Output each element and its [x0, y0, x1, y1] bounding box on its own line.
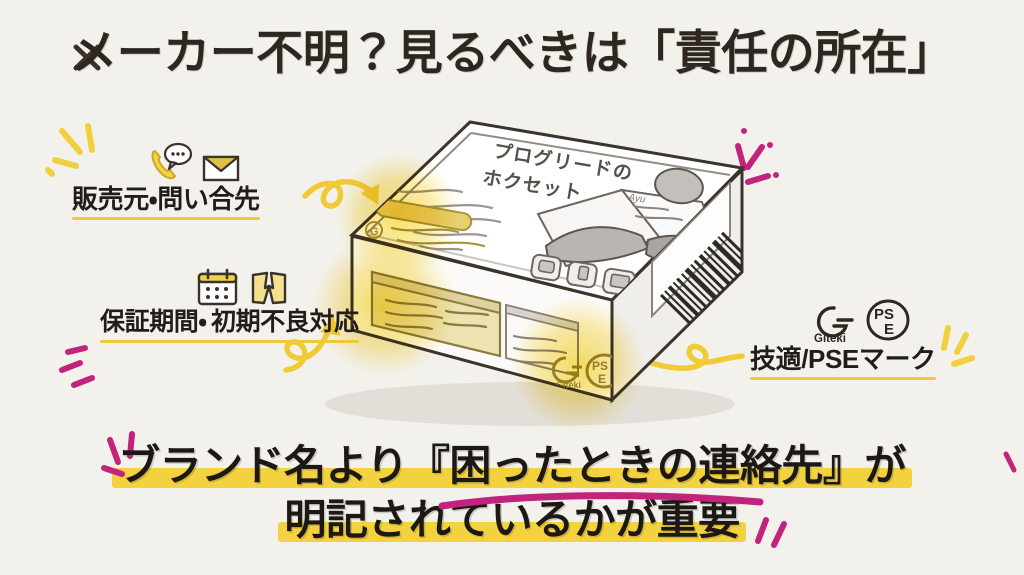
page-title: メーカー不明？見るべきは「責任の所在」	[70, 26, 954, 79]
barcode-panel	[651, 179, 731, 319]
pink-underline	[438, 492, 764, 510]
round-badge-icon	[654, 167, 704, 205]
arrow-warranty-to-box	[283, 323, 333, 373]
sparkle-pink-box-top	[735, 143, 771, 185]
bottom-message-line1: ブランド名より『困ったときの連絡先』が	[118, 442, 906, 489]
callout-marks-icons: Giteki PS E	[750, 298, 936, 344]
barcode	[660, 231, 742, 326]
bottom-message-line2: 明記されているかが重要	[284, 496, 740, 544]
arrow-seller-to-box	[302, 178, 375, 209]
callout-warranty: 保証期間・ 初期不良対応	[100, 262, 359, 343]
arrow-marks-to-box	[633, 343, 745, 371]
callout-seller-icons	[72, 138, 260, 184]
calendar-icon	[197, 268, 237, 306]
sparkle-yellow-seller	[45, 123, 95, 177]
highlight-glows	[313, 153, 646, 433]
callout-marks-label: 技適/PSEマーク	[750, 344, 936, 374]
callout-warranty-label-line1: 保証期間・	[100, 308, 207, 336]
callout-seller-label: 販売元・問い合先	[72, 184, 260, 214]
broken-item-icon	[251, 271, 286, 305]
sparkle-pink-small	[1003, 451, 1017, 473]
pse-label-bottom: E	[884, 321, 894, 338]
sparkle-pink-message-left	[101, 431, 135, 477]
sparkle-yellow-marks	[941, 325, 975, 367]
dot-mark-icon	[105, 59, 111, 65]
envelope-icon	[203, 155, 240, 182]
callout-marks: Giteki PS E 技適/PSEマーク	[750, 298, 936, 380]
bottom-message: ブランド名より『困ったときの連絡先』が 明記されているかが重要	[0, 440, 1024, 546]
pse-label-top: PS	[874, 306, 894, 323]
callout-warranty-underline	[100, 339, 359, 343]
bottom-message-line1-wrap: ブランド名より『困ったときの連絡先』が	[112, 440, 912, 492]
callout-warranty-icons	[100, 262, 359, 308]
sparkle-pink-message-right	[755, 517, 787, 548]
phone-speech-bubble-icon	[151, 142, 193, 180]
svg-text:Ayu: Ayu	[627, 192, 647, 206]
bottom-message-line2-wrap: 明記されているかが重要	[278, 494, 746, 546]
cross-mark-icon	[73, 44, 101, 71]
pse-icon: PS E	[866, 299, 910, 341]
giteki-label: Giteki	[814, 333, 846, 344]
callout-warranty-label-line2: 初期不良対応	[210, 308, 359, 336]
callout-seller: 販売元・問い合先	[72, 138, 260, 220]
sparkle-pink-warranty	[59, 345, 95, 388]
callout-seller-underline	[72, 216, 260, 220]
callout-marks-underline	[750, 376, 936, 380]
giteki-icon: Giteki	[814, 306, 855, 344]
